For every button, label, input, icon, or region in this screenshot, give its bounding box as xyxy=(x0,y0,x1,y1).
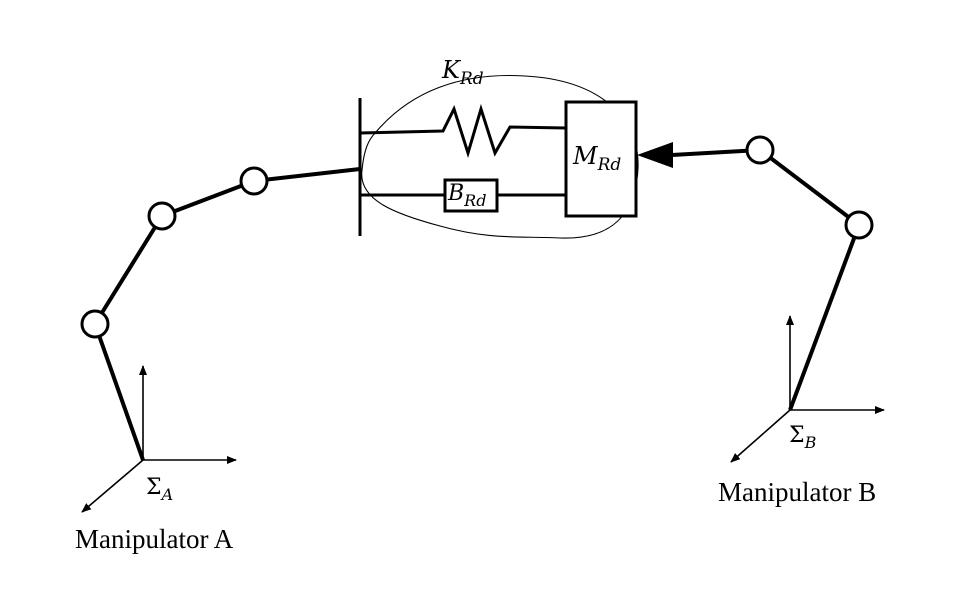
stiffness-label: KRd xyxy=(441,56,484,89)
mass-label-sub: Rd xyxy=(597,155,622,175)
manipulator-b-label: Manipulator B xyxy=(718,477,876,507)
frame-a-y-axis xyxy=(81,459,144,513)
spring-k-rd xyxy=(359,103,567,159)
mass-m-rd xyxy=(564,100,638,218)
manipulator-a-joint-1 xyxy=(80,309,110,339)
manipulator-a-label: Manipulator A xyxy=(75,524,234,554)
manipulator-b-links xyxy=(671,148,861,411)
manipulator-b xyxy=(637,135,874,411)
manipulator-a-joint-3 xyxy=(239,166,269,196)
frame-a-label: ΣA xyxy=(146,475,173,504)
frame-a-label-sub: A xyxy=(160,485,174,504)
stiffness-label-sub: Rd xyxy=(459,69,484,89)
frame-b-label: ΣB xyxy=(789,423,817,452)
manipulator-b-joint-2 xyxy=(745,135,775,165)
frame-a-axes xyxy=(81,365,237,513)
manipulator-b-push-arrowhead xyxy=(637,142,673,168)
object-enclosure xyxy=(361,74,639,239)
mass-label: MRd xyxy=(572,142,621,175)
impedance-model xyxy=(358,74,639,239)
damping-label: BRd xyxy=(447,181,486,210)
manipulator-b-joint-1 xyxy=(844,210,874,240)
damping-label-sub: Rd xyxy=(463,191,486,210)
damping-label-main: B xyxy=(447,181,464,206)
damper-b-rd xyxy=(443,178,499,213)
frame-b-label-sub: B xyxy=(804,433,817,452)
frame-b-label-main: Σ xyxy=(789,423,805,448)
manipulator-a xyxy=(80,166,361,461)
stiffness-label-main: K xyxy=(441,56,462,84)
frame-b-y-axis xyxy=(730,409,791,463)
manipulator-a-joint-2 xyxy=(147,201,177,231)
frame-b-axes xyxy=(730,315,885,463)
mass-label-main: M xyxy=(572,142,599,170)
frame-a-label-main: Σ xyxy=(146,475,162,500)
manipulator-a-links xyxy=(93,167,361,461)
